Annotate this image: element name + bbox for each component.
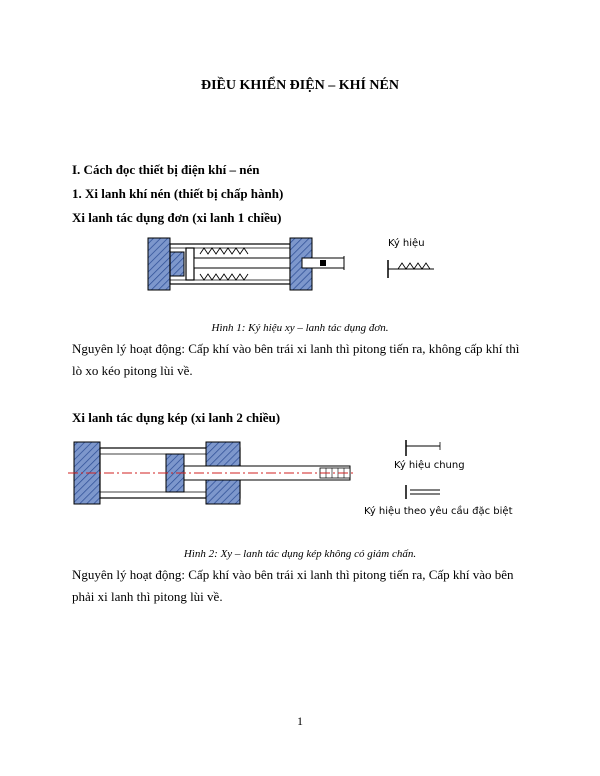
principle-paragraph-2: Nguyên lý hoạt động: Cấp khí vào bên trá… [72, 567, 514, 604]
double-acting-heading: Xi lanh tác dụng kép (xi lanh 2 chiều) [72, 410, 281, 425]
principle-paragraph-1: Nguyên lý hoạt động: Cấp khí vào bên trá… [72, 341, 520, 378]
page-number: 1 [297, 714, 303, 728]
single-acting-heading: Xi lanh tác dụng đơn (xi lanh 1 chiều) [72, 210, 282, 225]
section-heading: I. Cách đọc thiết bị điện khí – nén [72, 162, 260, 177]
subsection-heading: 1. Xi lanh khí nén (thiết bị chấp hành) [72, 186, 284, 201]
double-acting-special-symbol [405, 485, 440, 499]
special-symbol-label: Ký hiệu theo yêu cầu đặc biệt [364, 506, 513, 517]
single-acting-cylinder-drawing [147, 237, 345, 291]
double-acting-cylinder-drawing [68, 441, 354, 505]
general-symbol-label: Ký hiệu chung [394, 460, 465, 471]
double-acting-general-symbol [405, 440, 441, 456]
single-acting-symbol [387, 260, 434, 278]
figure-1-caption: Hình 1: Ký hiệu xy – lanh tác dụng đơn. [211, 322, 389, 334]
figure-2-caption: Hình 2: Xy – lanh tác dụng kép không có … [183, 548, 417, 560]
symbol-label: Ký hiệu [388, 238, 425, 249]
document-title: ĐIỀU KHIỂN ĐIỆN – KHÍ NÉN [201, 78, 399, 93]
